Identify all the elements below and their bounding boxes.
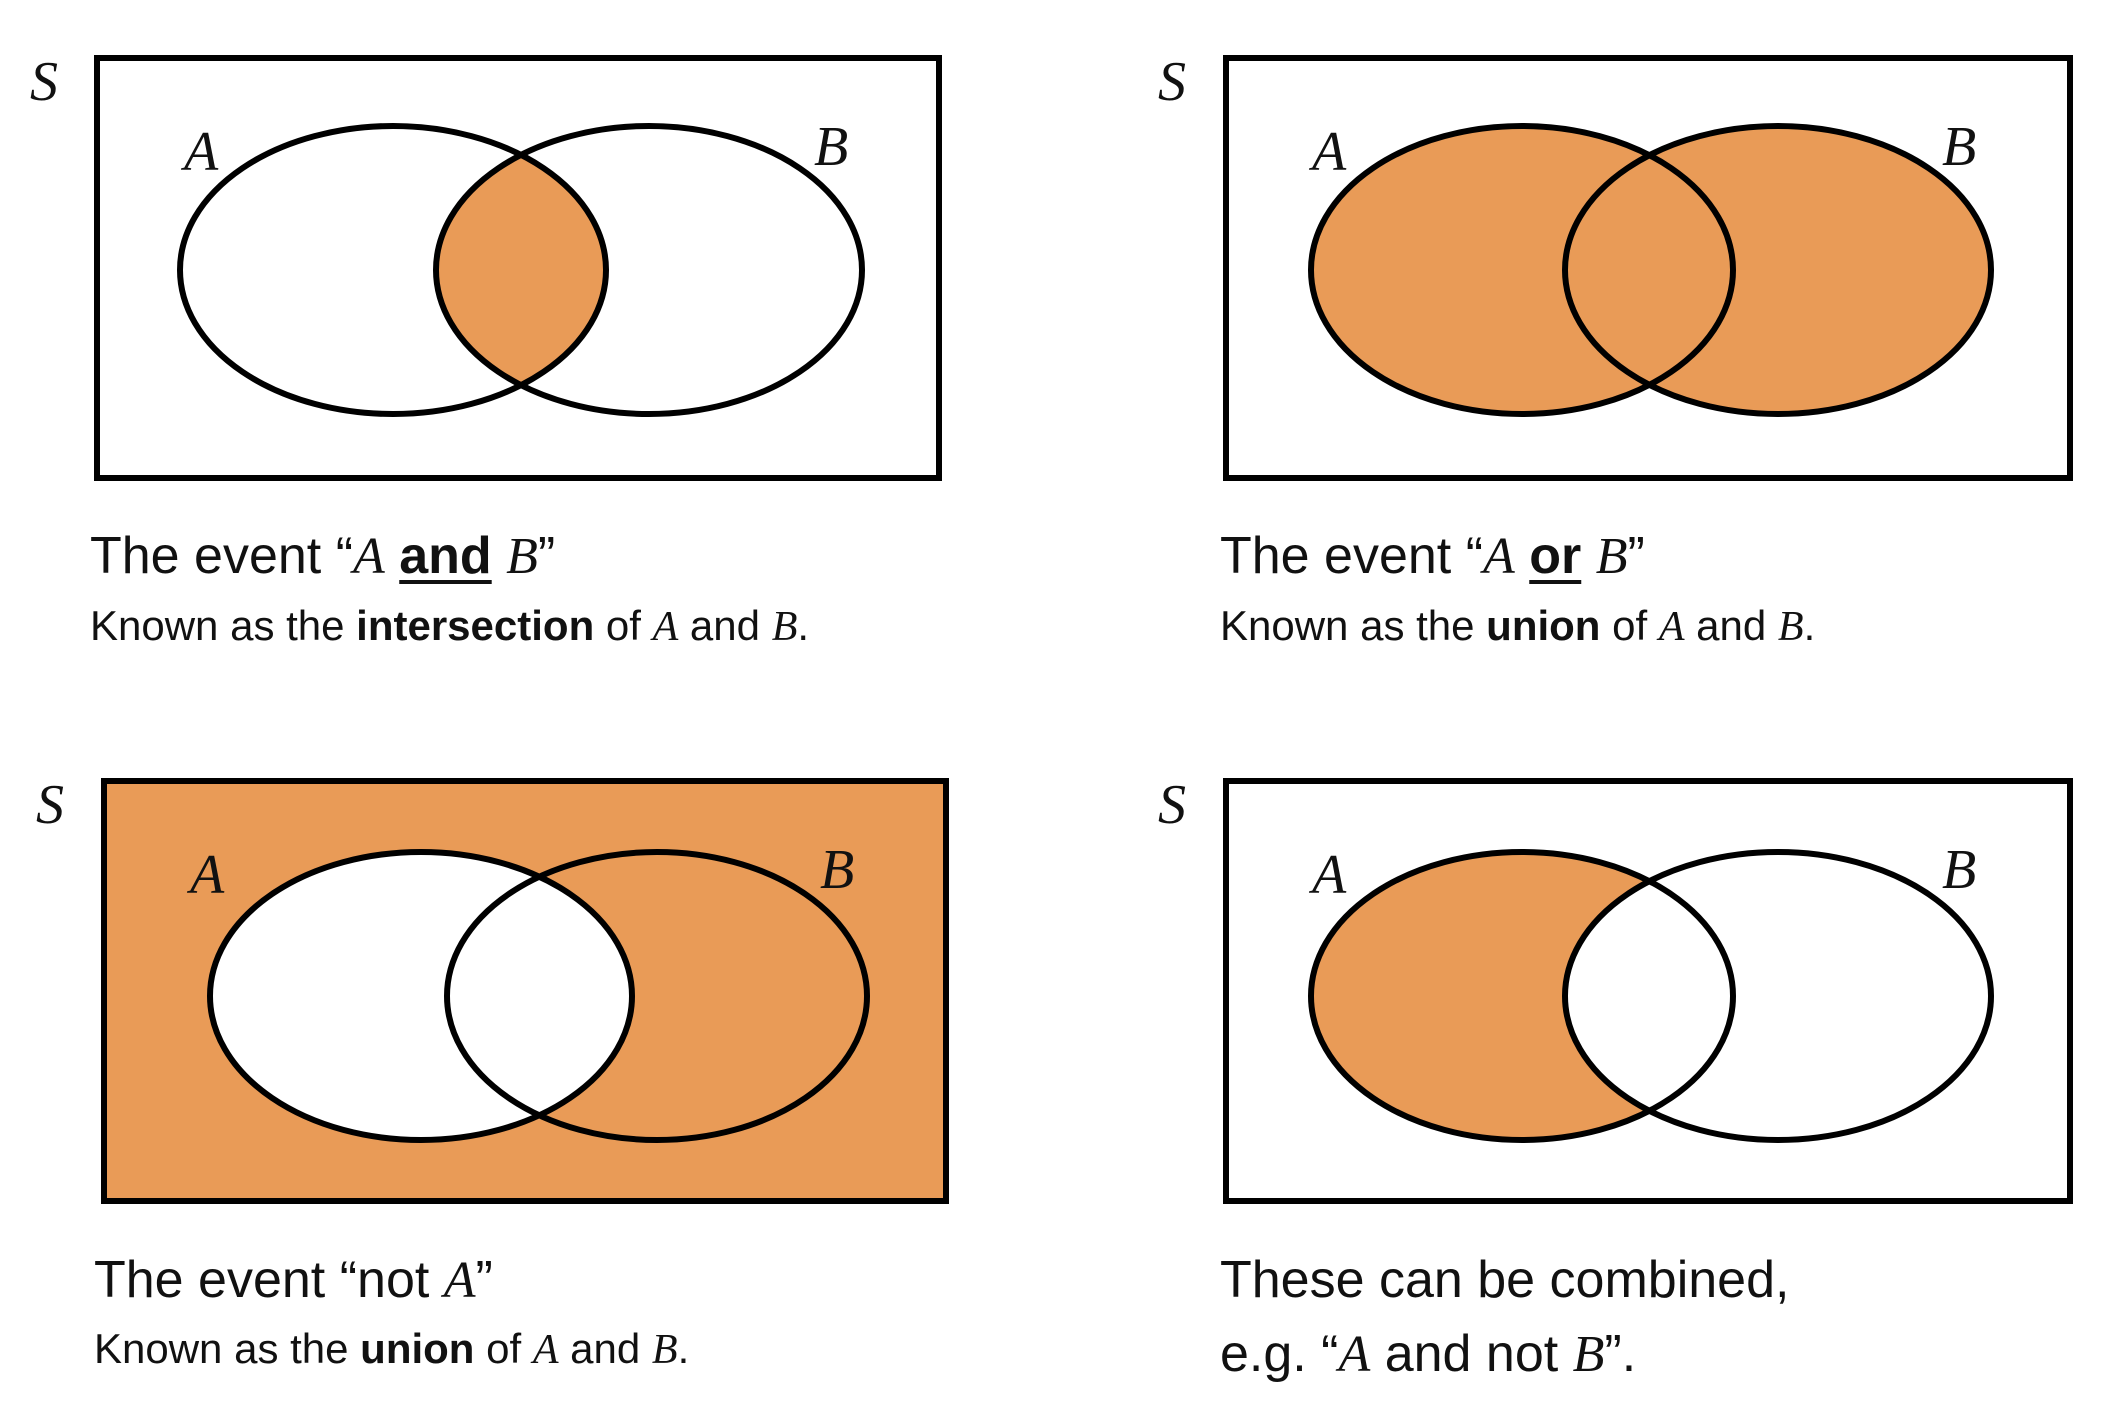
set-b-label: B [1942,839,1976,901]
universal-set-label: S [1158,51,1186,113]
panel-combined-line1: These can be combined, [1220,1251,1790,1309]
set-a-label: A [1308,844,1347,906]
set-b-outline [1562,849,1994,1143]
panel-intersection-title: The event “A and B” [90,527,556,585]
set-b-outline [433,123,865,417]
universal-set-label: S [36,774,64,836]
set-a-label: A [186,844,225,906]
panel-intersection-subtitle: Known as the intersection of A and B. [90,602,810,650]
set-a-label: A [180,121,219,183]
set-a-region [210,852,632,1140]
panel-union: S A B [1158,51,2073,481]
keyword-union: union [1486,602,1601,649]
set-a-outline [1308,849,1736,1143]
set-b-label: B [1942,116,1976,178]
intersection-region [436,126,606,414]
panel-a-and-not-b: S A B [1158,774,2073,1204]
universal-set-label: S [1158,774,1186,836]
panel-union-title: The event “A or B” [1220,527,1645,585]
set-b-label: B [814,116,848,178]
keyword-intersection: intersection [356,602,595,649]
panel-intersection: S A B [30,51,942,481]
panel-not-a: S A B [36,774,949,1204]
panel-not-a-subtitle: Known as the union of A and B. [94,1325,690,1373]
set-b-outline [444,849,870,1143]
set-b-region [1565,126,1991,414]
set-b-label: B [820,839,854,901]
set-a-outline [207,849,635,1143]
a-not-b-region [1311,852,1733,1140]
panel-not-a-title: The event “not A” [94,1251,493,1309]
set-a-outline [177,123,609,417]
panel-combined-line2: e.g. “A and not B”. [1220,1325,1637,1383]
keyword-and: and [399,527,492,585]
set-b-outline [1562,123,1994,417]
set-a-label: A [1308,121,1347,183]
panel-union-subtitle: Known as the union of A and B. [1220,602,1816,650]
keyword-union: union [360,1325,475,1372]
set-a-outline [1308,123,1736,417]
keyword-or: or [1529,527,1582,585]
universal-set-label: S [30,51,58,113]
